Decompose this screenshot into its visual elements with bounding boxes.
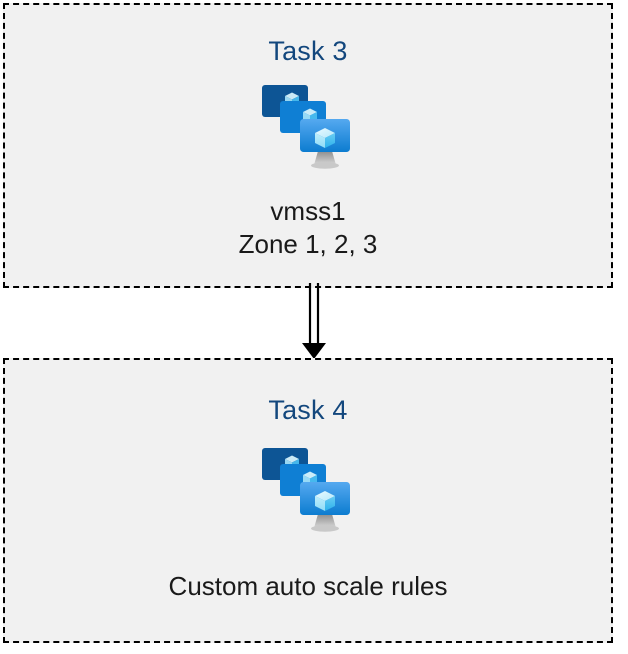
monitor-stand-icon — [311, 151, 339, 169]
task-box-task3-caption: vmss1 Zone 1, 2, 3 — [239, 195, 378, 262]
connector-arrow-task3-to-task4 — [302, 283, 326, 359]
task-box-task3-content: Task 3 — [5, 5, 611, 286]
virtual-machine-scale-set-icon — [262, 85, 350, 169]
caption-line: Zone 1, 2, 3 — [238, 229, 378, 260]
caption-line: Custom auto scale rules — [168, 571, 448, 601]
monitor-front-icon — [300, 482, 350, 515]
task-box-task4-title: Task 4 — [268, 395, 348, 425]
monitor-front-icon — [300, 119, 350, 152]
task-box-task4[interactable]: Task 4 — [3, 358, 613, 643]
task-box-task4-caption: Custom auto scale rules — [169, 570, 448, 603]
virtual-machine-scale-set-icon — [262, 448, 350, 532]
caption-line: vmss1 — [270, 196, 346, 226]
task-box-task3[interactable]: Task 3 — [3, 3, 613, 288]
vmss-icon-wrapper-task4 — [260, 446, 356, 536]
task-box-task4-content: Task 4 — [5, 360, 611, 641]
task-box-task3-title: Task 3 — [268, 36, 348, 66]
monitor-stand-icon — [311, 514, 339, 532]
vmss-icon-wrapper-task3 — [260, 83, 356, 173]
